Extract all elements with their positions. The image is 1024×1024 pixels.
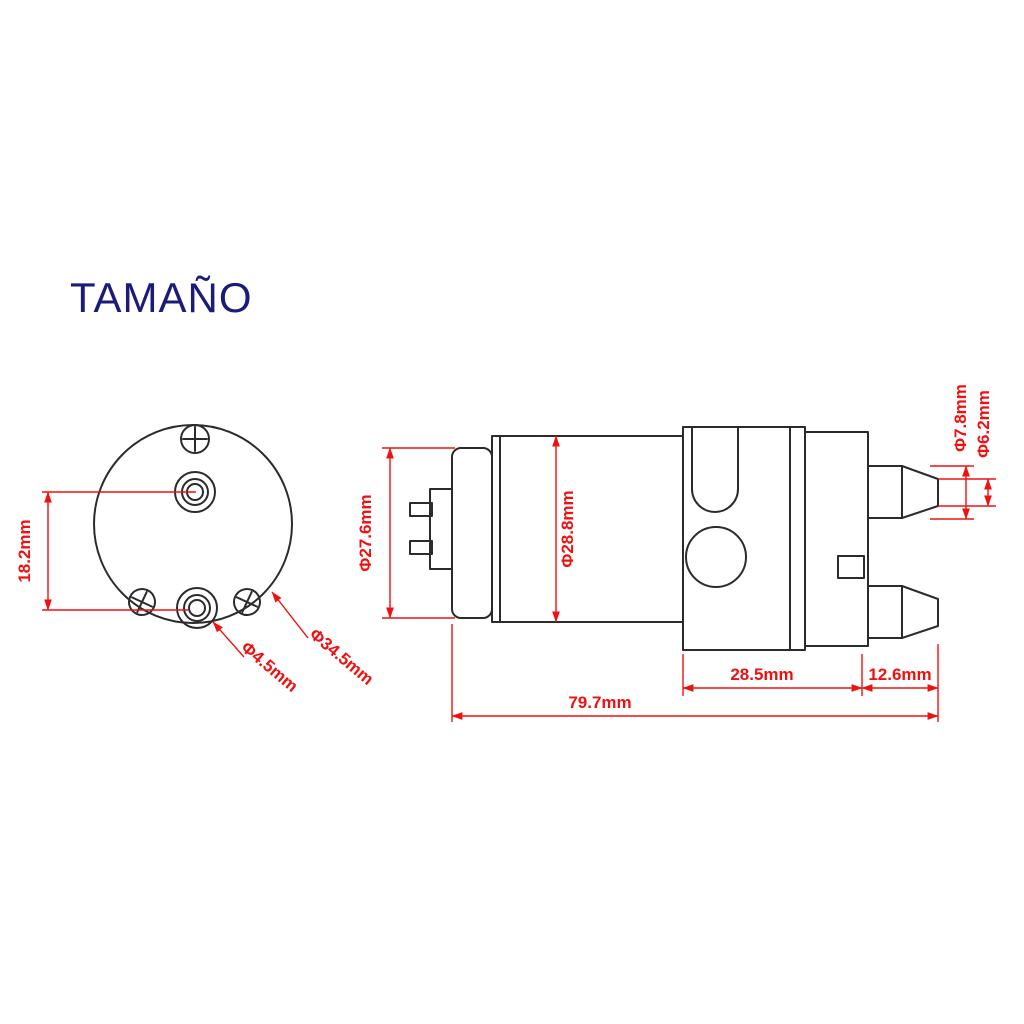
- terminal-bracket: [429, 488, 453, 570]
- head-length-dim-text: 28.5mm: [730, 665, 793, 684]
- top-screw-head: [180, 424, 210, 454]
- pump-diameter-dim-text: Φ28.8mm: [558, 490, 577, 567]
- pump-top-boss: [691, 426, 739, 513]
- lower-port-outer-ring: [176, 587, 218, 629]
- mount-hole-leader-line: [212, 621, 245, 658]
- left-screw: [128, 588, 157, 616]
- head-block: [804, 431, 869, 647]
- motor-diameter-dim-text: Φ27.6mm: [356, 494, 375, 571]
- outer-diameter-dim-text: Φ34.5mm: [306, 625, 377, 689]
- motor-rear-cap: [451, 447, 493, 619]
- right-screw-head: [233, 588, 261, 616]
- head-detail-tab: [837, 555, 865, 579]
- lower-port-mid-ring: [183, 594, 211, 622]
- lower-port-inner-hole: [188, 599, 206, 617]
- motor-body: [491, 435, 684, 623]
- pump-housing: [682, 426, 806, 651]
- left-screw-cross-horizontal: [131, 596, 153, 608]
- left-screw-head: [128, 588, 157, 616]
- nozzle-inner-dim-text: Φ6.2mm: [974, 390, 993, 458]
- overall-length-dim-text: 79.7mm: [568, 693, 631, 712]
- end-view: 18.2mm Φ4.5mm Φ34.5mm: [15, 424, 377, 696]
- right-screw: [233, 588, 261, 616]
- terminal-prong-top: [409, 502, 433, 517]
- outer-diameter-leader-line: [271, 591, 309, 639]
- pump-chamber-circle: [685, 526, 747, 588]
- nozzle-length-dim-text: 12.6mm: [868, 665, 931, 684]
- side-view: Φ27.6mm Φ28.8mm Φ7.8mm Φ6.2mm 28.5mm 12.…: [356, 384, 996, 722]
- hole-spacing-dim-text: 18.2mm: [15, 519, 34, 582]
- terminal-prong-bottom: [409, 540, 433, 555]
- page-title: TAMAÑO: [70, 274, 253, 321]
- mount-hole-dim-text: Φ4.5mm: [237, 638, 301, 696]
- end-view-outer-circle: [93, 424, 293, 624]
- nozzle-outer-dim-text: Φ7.8mm: [951, 384, 970, 452]
- right-screw-cross-horizontal: [236, 596, 258, 608]
